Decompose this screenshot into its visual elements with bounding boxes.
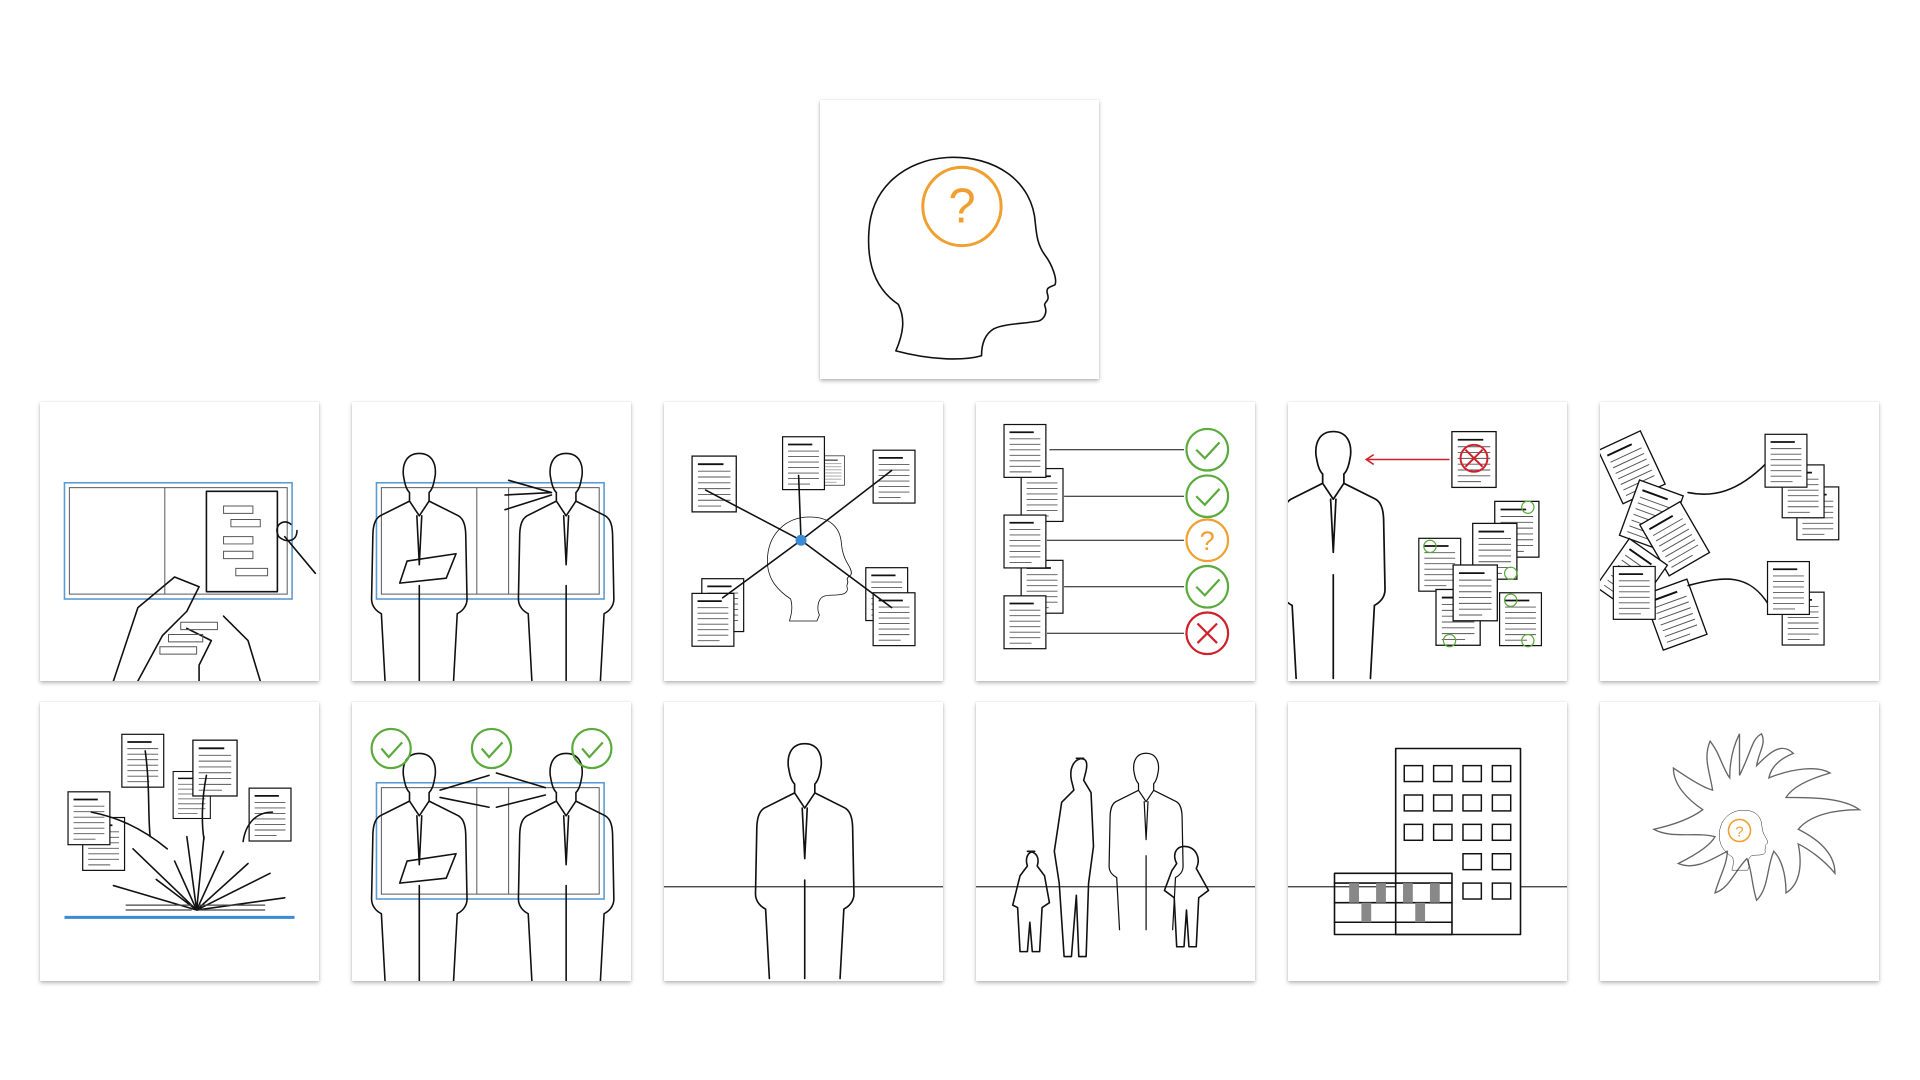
svg-text:?: ? [948, 179, 975, 233]
man-icon [664, 742, 943, 980]
building-icon [1288, 747, 1567, 936]
card-hands-sorting-notes[interactable] [40, 402, 319, 681]
splash-head-icon: ? [1651, 732, 1862, 902]
card-man-rejected-document[interactable] [1288, 402, 1567, 681]
card-documents-checklist[interactable]: ? [976, 402, 1255, 681]
card-two-men-approved[interactable] [352, 702, 631, 981]
checklist-icon: ? [1003, 423, 1230, 656]
card-family[interactable] [976, 702, 1255, 981]
card-buildings[interactable] [1288, 702, 1567, 981]
hands-board-icon [63, 481, 317, 681]
card-head-splash[interactable]: ? [1600, 702, 1879, 981]
book-icon [64, 733, 295, 919]
man-reject-icon [1288, 430, 1543, 680]
two-men-check-icon [370, 727, 615, 981]
documents-sort-icon [1600, 429, 1840, 652]
card-documents-sorting[interactable] [1600, 402, 1879, 681]
family-icon [976, 752, 1255, 958]
card-documents-into-book[interactable] [40, 702, 319, 981]
svg-text:?: ? [1735, 825, 1743, 841]
card-head-documents-network[interactable] [664, 402, 943, 681]
head-network-icon [691, 435, 917, 648]
card-two-men-talking[interactable] [352, 402, 631, 681]
card-head-question[interactable]: ? [820, 100, 1099, 379]
head-question-icon: ? [867, 156, 1057, 360]
two-men-icon [370, 452, 615, 681]
svg-text:?: ? [1200, 526, 1215, 556]
card-single-man[interactable] [664, 702, 943, 981]
